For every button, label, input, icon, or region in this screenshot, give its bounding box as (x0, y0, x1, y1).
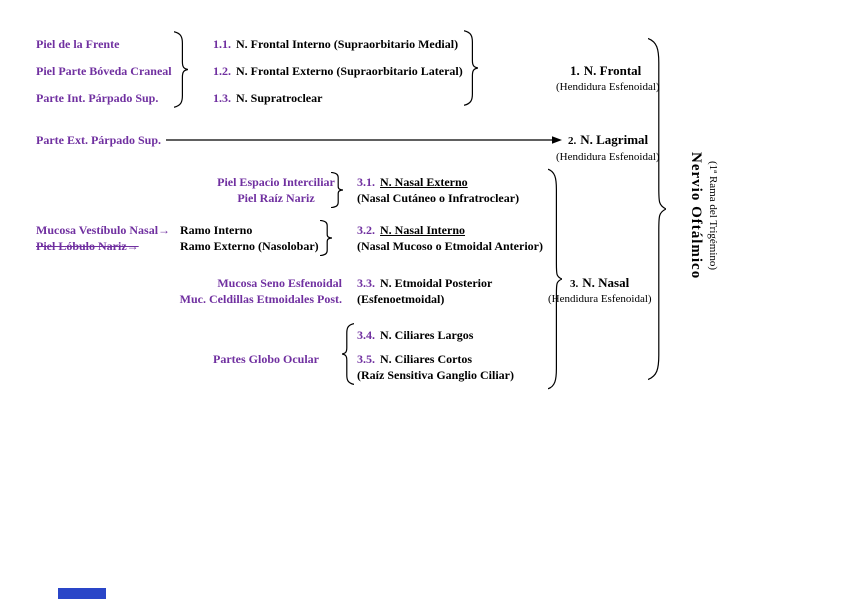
brace-nasal (548, 167, 562, 391)
branch-3-2: 3.2. N. Nasal Interno (357, 222, 465, 238)
nerve-frontal-name: N. Frontal (583, 63, 642, 78)
brace-ophthalmic (648, 35, 666, 383)
nerve-lagrimal-num: 2. (568, 135, 577, 147)
nerve-nasal-num: 3. (570, 278, 579, 290)
ophthalmic-title-block: Nervio Oftálmico (1ª Rama del Trigémino) (687, 116, 719, 316)
branch-1-2-name: N. Frontal Externo (Supraorbitario Later… (236, 64, 463, 78)
bottom-blue-artifact (58, 588, 106, 599)
nerve-frontal-sub: (Hendidura Esfenoidal) (556, 81, 660, 93)
nerve-frontal-num: 1. (570, 63, 580, 78)
g33-sources: Mucosa Seno Esfenoidal Muc. Celdillas Et… (172, 275, 342, 307)
branch-1-1: 1.1. N. Frontal Interno (Supraorbitario M… (213, 36, 458, 52)
branch-1-2-num: 1.2. (213, 64, 231, 78)
frontal-source-2: Piel Parte Bóveda Craneal (36, 64, 172, 78)
branch-1-3: 1.3. N. Supratroclear (213, 90, 322, 106)
g32-ramo-1: Ramo Interno (180, 223, 253, 237)
frontal-source-1: Piel de la Frente (36, 37, 120, 51)
branch-3-3-num: 3.3. (357, 276, 375, 290)
branch-3-4-name: N. Ciliares Largos (380, 328, 474, 342)
g32-source-1: Mucosa Vestíbulo Nasal→ (36, 223, 171, 237)
brace-g34 (342, 323, 354, 385)
brace-g31 (331, 172, 343, 208)
g31-source-1: Piel Espacio Interciliar (217, 175, 335, 189)
brace-g32 (320, 220, 332, 256)
nerve-nasal-name: N. Nasal (582, 275, 630, 290)
branch-3-4-num: 3.4. (357, 328, 375, 342)
g32-ramo-2: Ramo Externo (Nasolobar) (180, 239, 319, 253)
branch-1-1-num: 1.1. (213, 37, 231, 51)
g33-source-2: Muc. Celdillas Etmoidales Post. (179, 292, 342, 306)
g31-source-2: Piel Raíz Nariz (237, 191, 315, 205)
brace-frontal-sources (174, 31, 188, 108)
lagrimal-source: Parte Ext. Párpado Sup. (36, 133, 162, 147)
g31-sources: Piel Espacio Interciliar Piel Raíz Nariz (213, 174, 339, 206)
branch-3-4: 3.4. N. Ciliares Largos (357, 327, 473, 343)
branch-3-1-num: 3.1. (357, 175, 375, 189)
ophthalmic-title: Nervio Oftálmico (688, 152, 704, 280)
nerve-nasal-sub: (Hendidura Esfenoidal) (548, 293, 652, 305)
branch-1-3-name: N. Supratroclear (236, 91, 323, 105)
nerve-frontal-title: 1.N. Frontal (570, 62, 641, 79)
branch-3-1: 3.1. N. Nasal Externo (357, 174, 468, 190)
branch-3-2-num: 3.2. (357, 223, 375, 237)
branch-1-1-name: N. Frontal Interno (Supraorbitario Media… (236, 37, 459, 51)
nerve-lagrimal-name: N. Lagrimal (580, 132, 649, 147)
branch-3-2-name: N. Nasal Interno (380, 223, 466, 237)
branch-3-5-num: 3.5. (357, 352, 375, 366)
branch-3-2-sub: (Nasal Mucoso o Etmoidal Anterior) (357, 239, 543, 253)
brace-frontal-branches (464, 30, 478, 106)
ophthalmic-title-sub: (1ª Rama del Trigémino) (707, 161, 719, 271)
g34-source: Partes Globo Ocular (213, 352, 319, 366)
branch-3-5-sub: (Raíz Sensitiva Ganglio Ciliar) (357, 368, 514, 382)
branch-3-1-name: N. Nasal Externo (380, 175, 468, 189)
branch-3-3-name: N. Etmoidal Posterior (380, 276, 493, 290)
branch-3-1-sub: (Nasal Cutáneo o Infratroclear) (357, 191, 520, 205)
branch-3-3: 3.3. N. Etmoidal Posterior (357, 275, 492, 291)
nerve-nasal-title: 3.N. Nasal (570, 274, 629, 293)
branch-1-2: 1.2. N. Frontal Externo (Supraorbitario L… (213, 63, 463, 79)
g32-source-2: Piel Lóbulo Nariz→ (36, 239, 139, 253)
branch-3-5: 3.5. N. Ciliares Cortos (357, 351, 472, 367)
branch-3-3-sub: (Esfenoetmoidal) (357, 292, 445, 306)
g33-source-1: Mucosa Seno Esfenoidal (217, 276, 342, 290)
branch-3-5-name: N. Ciliares Cortos (380, 352, 473, 366)
lagrimal-arrow (166, 136, 562, 144)
frontal-source-3: Parte Int. Párpado Sup. (36, 91, 159, 105)
nerve-lagrimal-sub: (Hendidura Esfenoidal) (556, 151, 660, 163)
nerve-lagrimal-title: 2.N. Lagrimal (568, 131, 648, 150)
branch-1-3-num: 1.3. (213, 91, 231, 105)
